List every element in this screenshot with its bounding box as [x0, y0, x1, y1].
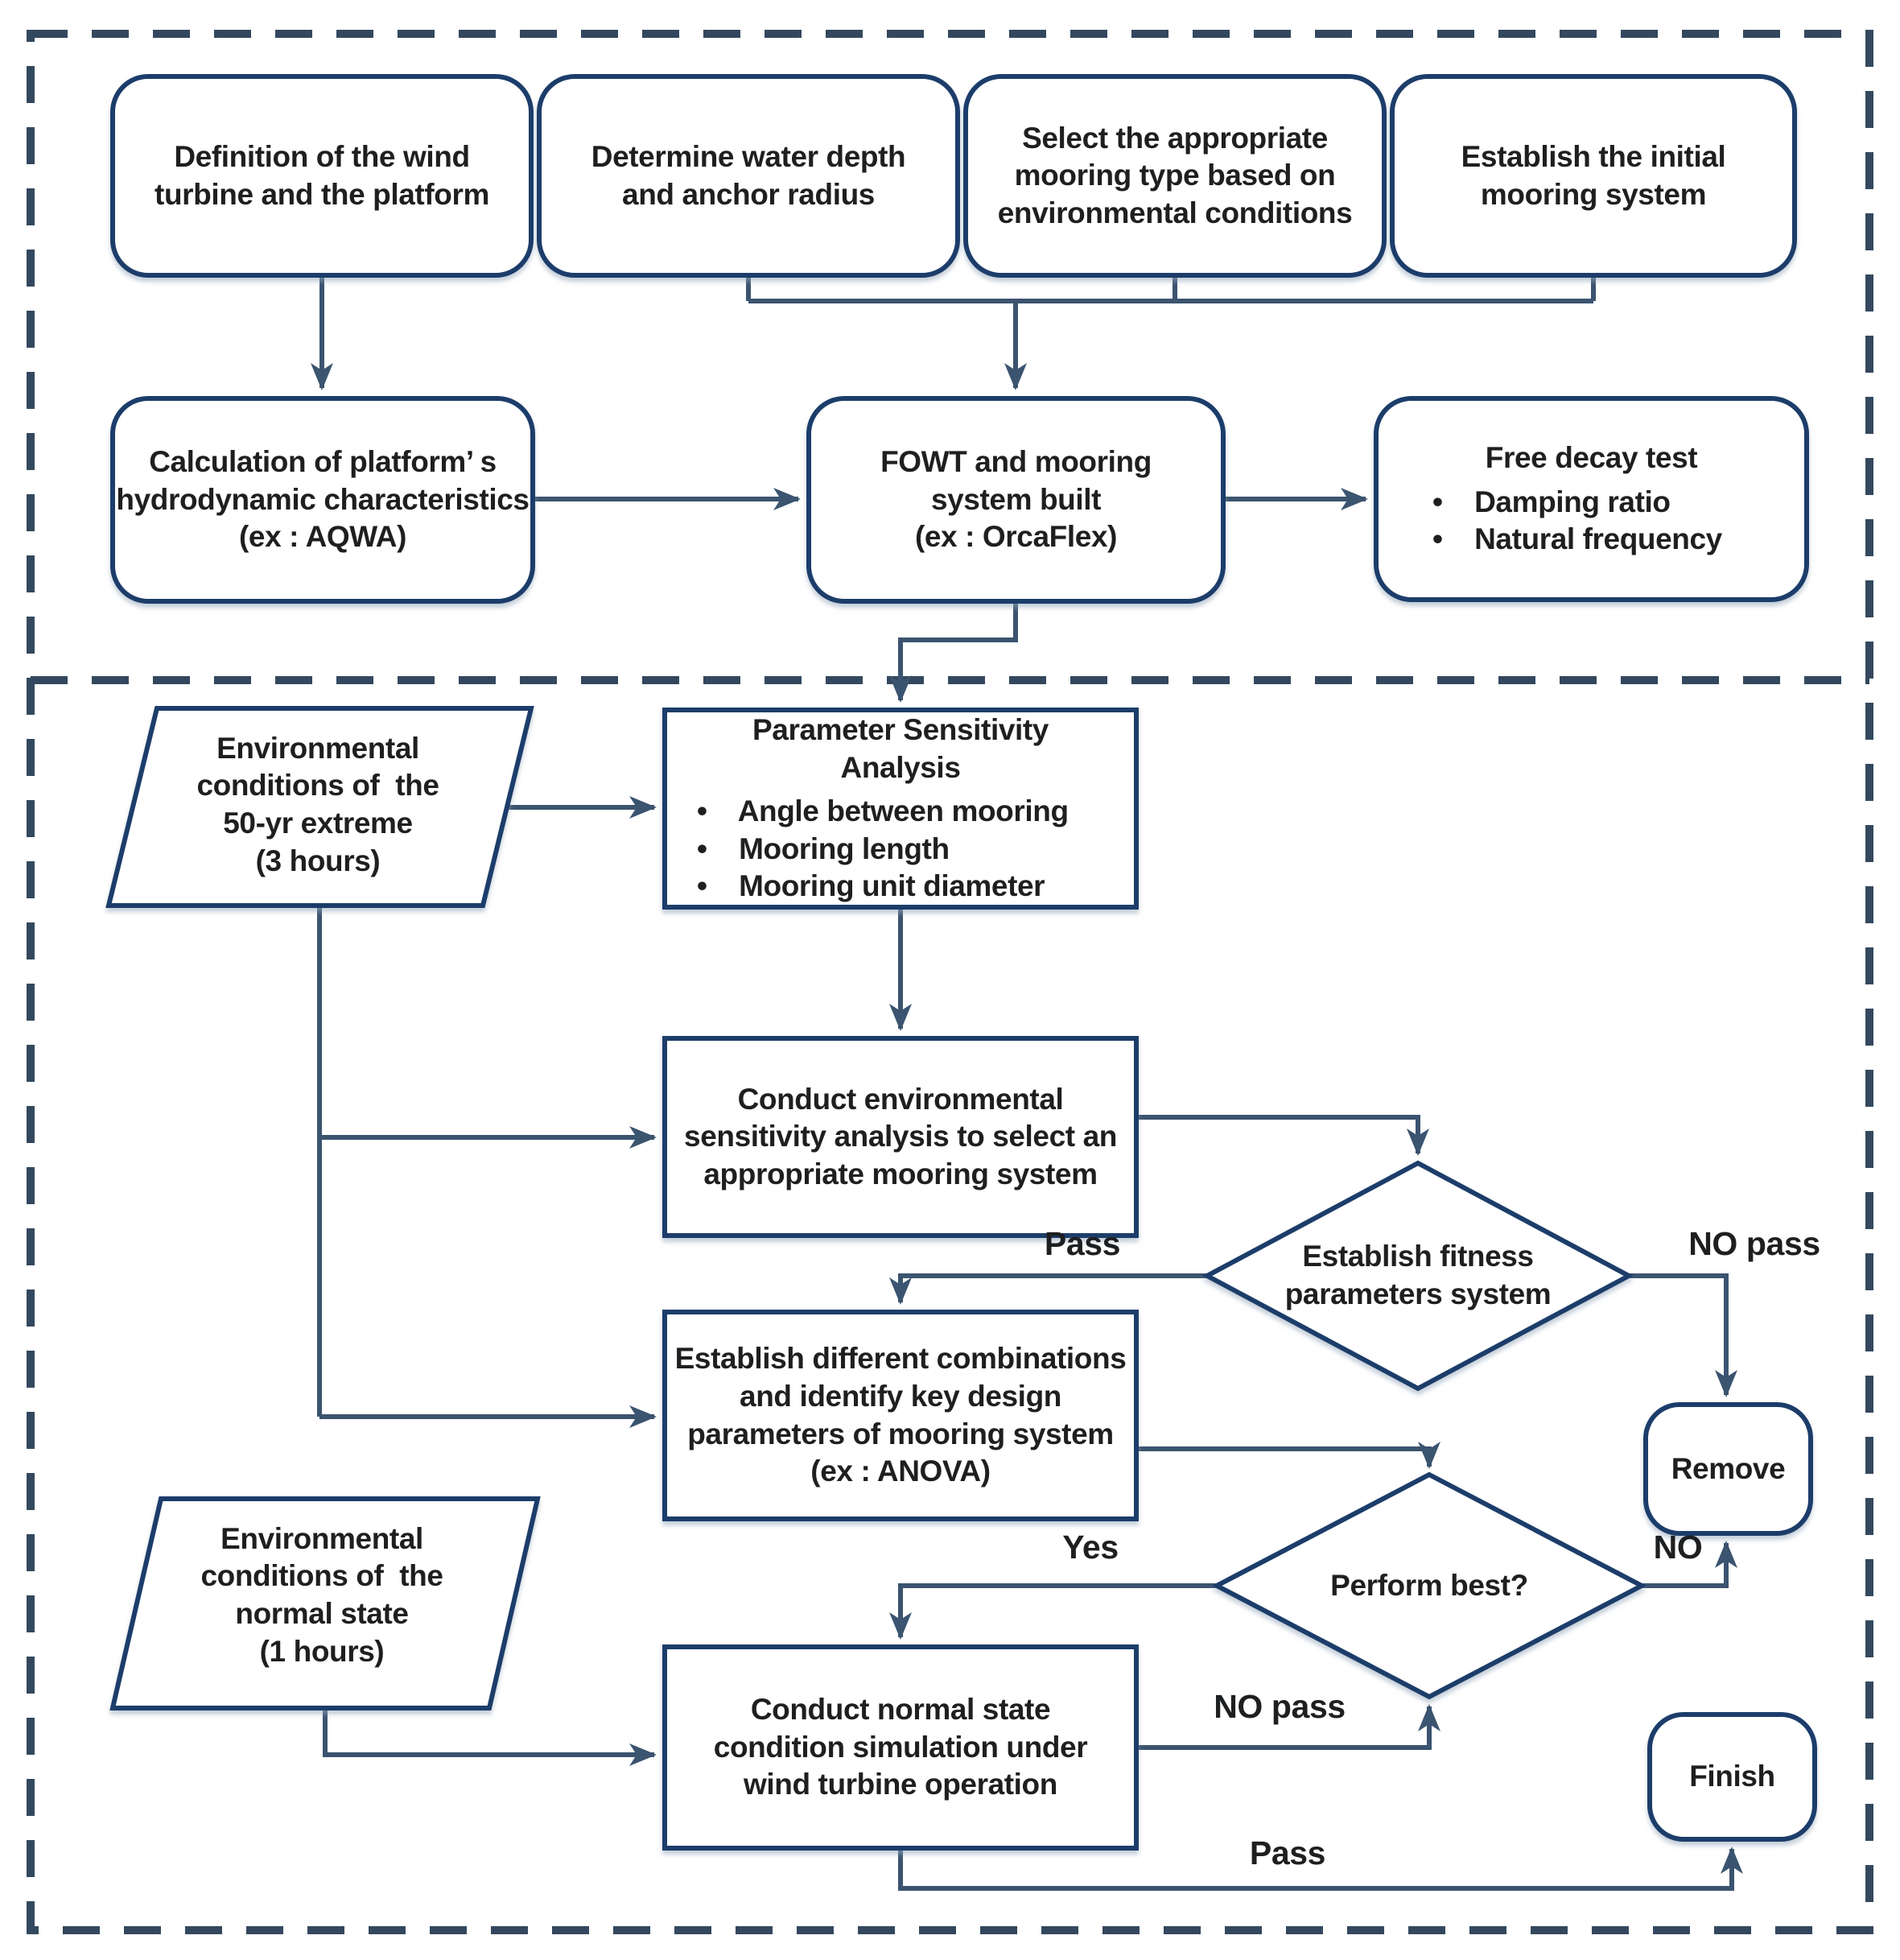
- arrow-combinations-to-perform: [1136, 1442, 1440, 1469]
- label-env-sensitivity-analysis: Conduct environmental sensitivity analys…: [684, 1082, 1117, 1190]
- arrow-normalsim-nopass-to-perform: [1136, 1704, 1440, 1750]
- label-fowt-mooring-built: FOWT and mooring system built (ex : Orca…: [880, 445, 1152, 554]
- free-decay-bullets: • Damping ratio • Natural frequency: [1432, 485, 1722, 556]
- edge-label-perform-no: NO: [1653, 1528, 1703, 1566]
- label-env-conditions-50yr: Environmental conditions of the 50-yr ex…: [196, 731, 439, 877]
- node-hydrodynamic-calculation: [110, 396, 535, 604]
- label-select-mooring-type: Select the appropriate mooring type base…: [997, 121, 1353, 229]
- edge-label-fitness-pass: Pass: [1044, 1224, 1121, 1262]
- label-definition-wind-turbine: Definition of the wind turbine and the p…: [155, 139, 489, 211]
- node-normal-state-simulation: [662, 1644, 1139, 1851]
- arrow-perform-no-to-remove: [1642, 1541, 1737, 1588]
- node-definition-wind-turbine: [110, 74, 534, 278]
- edge-label-normal-pass: Pass: [1249, 1834, 1326, 1871]
- node-initial-mooring-system: [1390, 74, 1797, 278]
- node-env-conditions-50yr: [105, 706, 534, 908]
- free-decay-title: Free decay test: [1485, 441, 1698, 475]
- edge-label-fitness-no-pass: NO pass: [1688, 1224, 1820, 1262]
- edge-label-normal-no-pass: NO pass: [1214, 1687, 1346, 1725]
- node-select-mooring-type: [963, 74, 1387, 278]
- label-hydrodynamic-calculation: Calculation of platform’ s hydrodynamic …: [116, 445, 530, 554]
- arrow-fitness-nopass-to-remove: [1629, 1273, 1737, 1397]
- arrow-envnormal-to-normalsim: [323, 1708, 657, 1766]
- node-free-decay-test: [1374, 396, 1809, 602]
- node-water-depth-anchor-radius: [537, 74, 960, 278]
- label-parameter-sensitivity-analysis: Parameter Sensitivity Analysis • Angle b…: [665, 710, 1136, 907]
- arrow-normalsim-pass-to-finish: [898, 1847, 1743, 1891]
- node-parameter-sensitivity-analysis: [662, 708, 1139, 910]
- node-fowt-mooring-built: [806, 396, 1226, 604]
- node-establish-combinations: [662, 1310, 1139, 1521]
- label-finish: Finish: [1689, 1760, 1775, 1793]
- arrow-perform-yes: [889, 1583, 1217, 1640]
- node-finish: [1647, 1712, 1817, 1842]
- label-remove: Remove: [1671, 1451, 1786, 1485]
- node-perform-best-diamond: [1211, 1471, 1647, 1700]
- label-establish-fitness: Establish fitness parameters system: [1284, 1240, 1552, 1310]
- arrow-envsens-to-fitness: [1136, 1115, 1429, 1156]
- arrow-fitness-pass: [889, 1273, 1207, 1305]
- psa-title: Parameter Sensitivity Analysis: [752, 712, 1056, 784]
- label-env-conditions-normal: Environmental conditions of the normal s…: [200, 1521, 443, 1668]
- node-env-sensitivity-analysis: [662, 1036, 1139, 1238]
- label-normal-state-simulation: Conduct normal state condition simulatio…: [713, 1693, 1088, 1801]
- connectors: [311, 275, 1743, 1891]
- node-remove: [1643, 1402, 1813, 1536]
- label-initial-mooring-system: Establish the initial mooring system: [1461, 139, 1726, 211]
- label-perform-best: Perform best?: [1330, 1568, 1528, 1602]
- node-env-conditions-normal: [109, 1496, 541, 1710]
- label-establish-combinations: Establish different combinations and ide…: [674, 1342, 1127, 1488]
- label-free-decay-test: Free decay test • Damping ratio • Natura…: [1376, 398, 1807, 600]
- psa-bullets: • Angle between mooring • Mooring length…: [697, 794, 1069, 903]
- node-establish-fitness-diamond: [1201, 1160, 1634, 1392]
- nodes: [105, 74, 1817, 1851]
- edge-label-perform-yes: Yes: [1062, 1528, 1119, 1566]
- outer-dashed-border: [27, 30, 1873, 1934]
- arrow-fowt-to-psa: [889, 601, 1018, 703]
- dashed-frame: [27, 30, 1873, 1934]
- label-water-depth-anchor-radius: Determine water depth and anchor radius: [591, 139, 906, 211]
